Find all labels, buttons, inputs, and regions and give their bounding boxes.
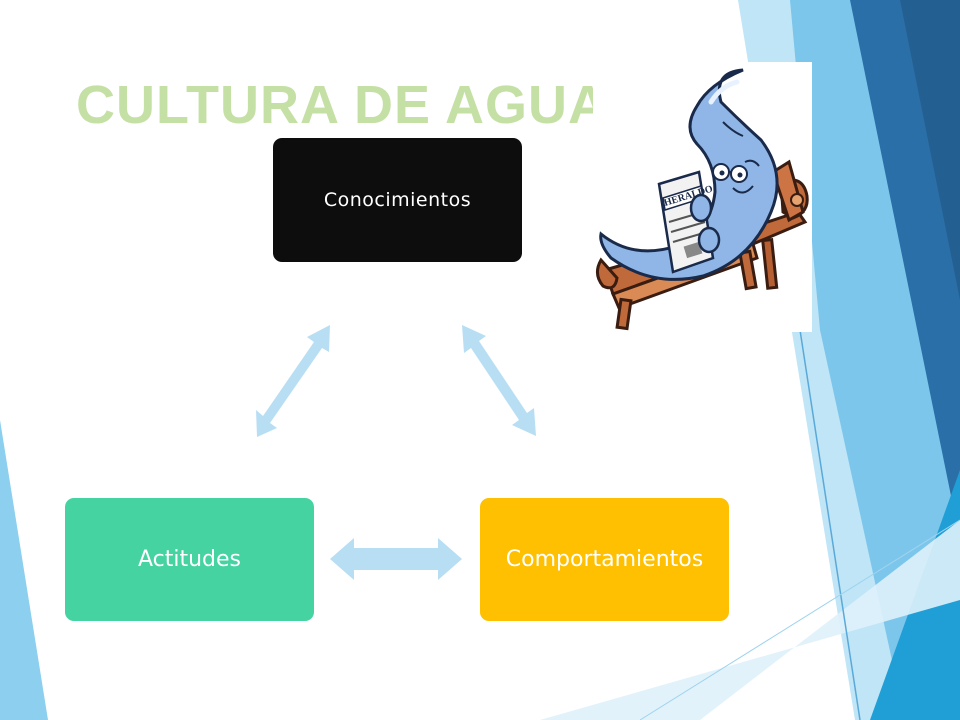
node-actitudes: Actitudes	[65, 498, 314, 621]
left-edge-facet	[0, 420, 48, 720]
node-actitudes-label: Actitudes	[137, 547, 242, 572]
right-facet-deep	[900, 0, 960, 300]
water-drop-mascot-image: HERALDO	[593, 62, 812, 332]
arrow-conocimientos-actitudes	[256, 325, 330, 437]
node-comportamientos: Comportamientos	[480, 498, 729, 621]
water-drop-body	[599, 68, 779, 281]
node-conocimientos: Conocimientos	[273, 138, 522, 262]
facet-line-2	[639, 519, 960, 720]
slide-title: CULTURA DE AGUA	[76, 75, 608, 135]
newspaper: HERALDO	[657, 170, 721, 274]
node-comportamientos-label: Comportamientos	[505, 547, 704, 572]
bottom-facet	[540, 520, 960, 720]
arrow-actitudes-comportamientos	[330, 538, 462, 580]
facet-line-1	[799, 329, 861, 720]
node-conocimientos-label: Conocimientos	[323, 189, 472, 211]
arrow-conocimientos-comportamientos	[462, 325, 536, 436]
